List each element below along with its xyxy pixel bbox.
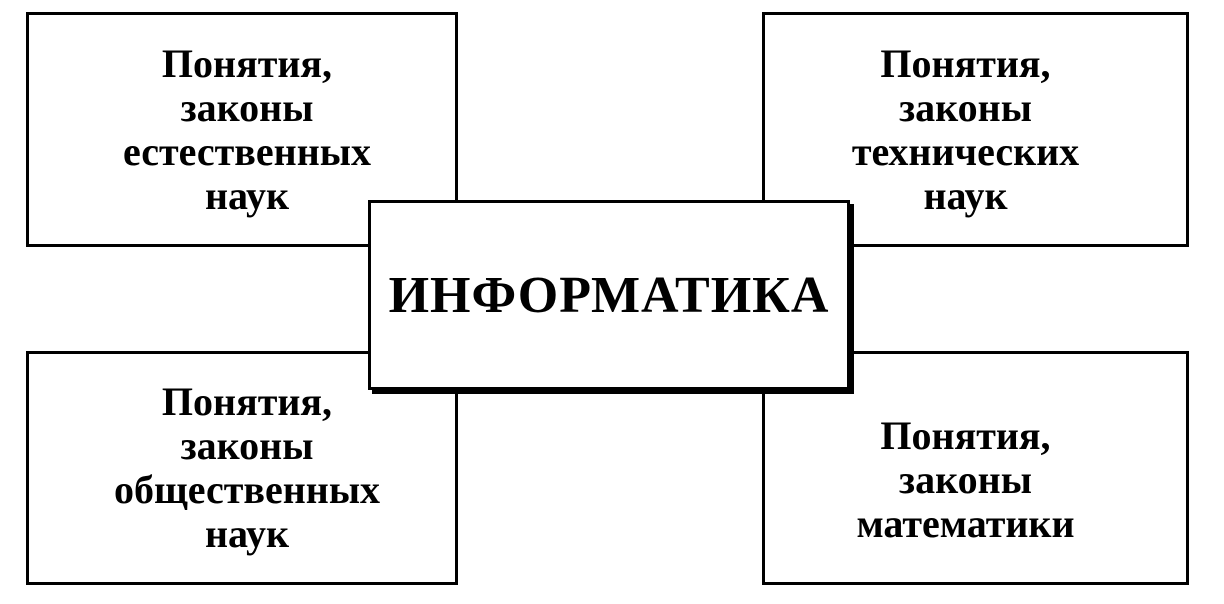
box-line: общественных — [113, 467, 381, 512]
informatics-title: ИНФОРМАТИКА — [388, 266, 830, 324]
box-line: Понятия, — [880, 40, 1051, 86]
mathematics-text: Понятия, законы математики — [856, 414, 1074, 546]
box-line: законы — [899, 84, 1032, 130]
box-line: технических — [851, 128, 1080, 174]
box-line: Понятия, — [161, 379, 333, 424]
box-line: Понятия, — [161, 40, 333, 86]
box-line: Понятия, — [880, 413, 1051, 458]
box-line: законы — [180, 423, 314, 468]
box-line: наук — [204, 172, 290, 218]
box-line: математики — [856, 501, 1075, 546]
informatics-center-box: ИНФОРМАТИКА — [368, 200, 850, 390]
technical-sciences-box: Понятия, законы технических наук — [762, 12, 1189, 247]
box-line: наук — [204, 511, 290, 556]
technical-sciences-text: Понятия, законы технических наук — [851, 40, 1080, 218]
box-line: наук — [923, 172, 1008, 218]
natural-sciences-box: Понятия, законы естественных наук — [26, 12, 458, 247]
natural-sciences-text: Понятия, законы естественных наук — [123, 40, 371, 218]
social-sciences-text: Понятия, законы общественных наук — [114, 380, 380, 556]
social-sciences-box: Понятия, законы общественных наук — [26, 351, 458, 585]
box-line: законы — [899, 457, 1032, 502]
box-line: естественных — [123, 128, 371, 174]
box-line: законы — [180, 84, 314, 130]
mathematics-box: Понятия, законы математики — [762, 351, 1189, 585]
